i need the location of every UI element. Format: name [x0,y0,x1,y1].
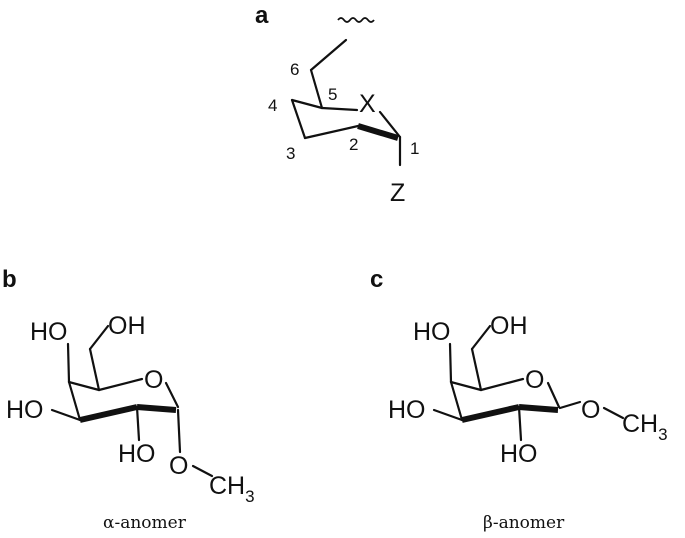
bond-c4-oh [66,342,71,384]
hydroxyl-c2-label: HO [118,440,156,468]
hydroxyl-c3-label: HO [388,396,426,424]
panel-label-c: c [370,266,383,293]
methyl-label: CH3 [209,472,255,506]
bond-c3-c2-bold [79,404,138,423]
bond-c3-c2-bold [461,404,520,423]
bond-c3-oh [432,408,464,422]
methyl-label: CH3 [622,410,668,444]
position-5: 5 [328,85,337,104]
ring-oxygen-label: O [525,366,544,394]
bond-c2-oh [135,405,141,442]
panel-a: a X Z 1 2 3 4 5 6 [255,2,419,207]
bond-c4-c3 [449,380,464,422]
bond-c6-c5 [309,68,324,110]
bond-c4-c3 [290,98,307,140]
bond-c6-oh [88,324,110,351]
methoxy-oxygen-label: O [169,452,188,480]
hydroxyl-c2-label: HO [500,440,538,468]
panel-label-b: b [2,266,17,293]
ring-atom-x: X [359,90,376,118]
caption-alpha-anomer: α-anomer [103,513,187,533]
panel-label-a: a [255,2,269,29]
position-2: 2 [349,135,358,154]
hydroxyl-c4-label: HO [30,318,68,346]
panel-c: c HO OH O HO HO O CH3 β-anomer [370,266,668,533]
bond-o-methyl [602,406,625,420]
bond-c5-ring-o [479,377,525,392]
bond-c1-o [558,400,582,410]
position-6: 6 [290,60,299,79]
bond-x-c1 [378,110,402,139]
bond-c5-c4 [290,98,324,110]
bond-c2-c1-bold [136,404,177,413]
bond-ring-o-c1 [164,381,180,409]
bond-ring-o-c1 [546,381,561,409]
bond-c5-c6 [88,347,101,392]
bond-c5-c6 [470,347,483,392]
bond-c4-oh [448,342,453,384]
bond-c2-oh [517,405,523,442]
bond-c2-c1-bold [357,123,399,141]
bond-c4-c5 [449,380,483,392]
bond-c3-c2 [303,124,360,140]
bond-c3-oh [50,408,82,422]
hydroxyl-c6-label: OH [490,312,528,340]
hydroxyl-c4-label: HO [413,318,451,346]
substituent-z: Z [390,179,405,207]
position-3: 3 [286,144,295,163]
bond-c5-ring-o [97,377,144,392]
bond-c1-o [176,408,182,454]
bond-c6-top [309,38,348,72]
bond-o-methyl [191,464,214,478]
bond-c4-c5 [67,380,101,392]
caption-beta-anomer: β-anomer [483,513,565,533]
methoxy-oxygen-label: O [581,396,600,424]
wavy-bond-icon [337,17,375,23]
position-4: 4 [268,96,277,115]
position-1: 1 [410,139,419,158]
bond-c4-c3 [67,380,82,422]
ring-oxygen-label: O [144,366,163,394]
bond-c5-x [320,106,359,112]
hydroxyl-c6-label: OH [108,312,146,340]
bond-c2-c1-bold [518,404,559,413]
hydroxyl-c3-label: HO [6,396,44,424]
bond-c6-oh [470,324,492,351]
panel-b: b HO OH O HO HO O CH3 α-anomer [2,266,255,533]
